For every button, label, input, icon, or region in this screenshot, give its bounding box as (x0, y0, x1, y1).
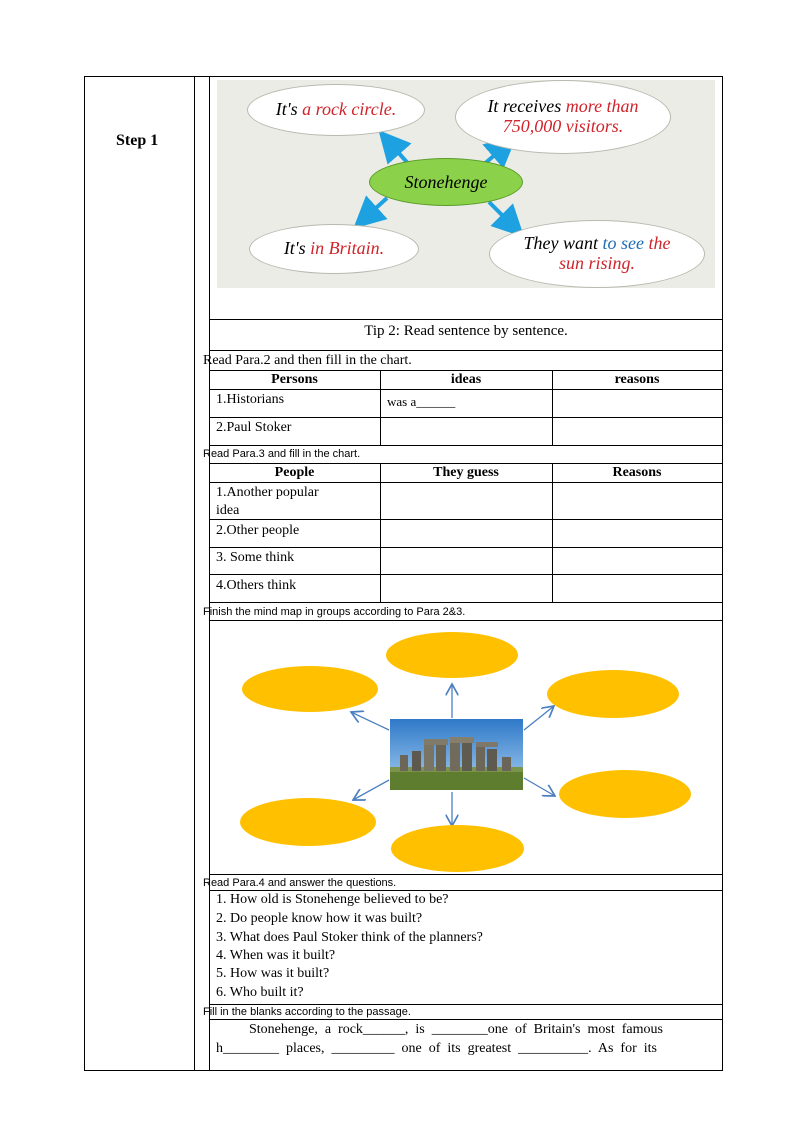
blanks-instruction: Fill in the blanks according to the pass… (203, 1006, 411, 1018)
stonehenge-mind-map: It's a rock circle. It receives more tha… (217, 80, 715, 288)
para3-row4: 4.Others think (216, 578, 297, 593)
center-stonehenge: Stonehenge (369, 158, 523, 206)
para2-row1-person: 1.Historians (216, 392, 285, 407)
blanks-line-1: Stonehenge, a rock______, is ________one… (249, 1022, 663, 1037)
idea-in-britain: It's in Britain. (249, 224, 419, 274)
blank-bubble-top-right[interactable] (547, 670, 679, 718)
para2-instruction: Read Para.2 and then fill in the chart. (203, 353, 412, 368)
question-4: 4. When was it built? (216, 948, 336, 963)
para3-instruction: Read Para.3 and fill in the chart. (203, 448, 361, 460)
tip-text: Tip 2: Read sentence by sentence. (364, 323, 568, 339)
question-3: 3. What does Paul Stoker think of the pl… (216, 930, 483, 945)
question-6: 6. Who built it? (216, 985, 304, 1000)
para2-header-ideas: ideas (450, 372, 482, 387)
question-2: 2. Do people know how it was built? (216, 911, 423, 926)
blank-bubble-bottom-right[interactable] (559, 770, 691, 818)
stonehenge-photo (390, 719, 523, 790)
para3-row1-line2: idea (216, 503, 240, 518)
para3-row3: 3. Some think (216, 550, 295, 565)
mindmap2-instruction: Finish the mind map in groups according … (203, 606, 466, 618)
para2-header-reasons: reasons (614, 372, 660, 387)
group-mind-map (209, 620, 723, 874)
para2-row1-idea: was a______ (387, 394, 456, 409)
para3-header-reasons: Reasons (612, 465, 662, 480)
para3-header-people: People (274, 465, 315, 480)
idea-rock-circle: It's a rock circle. (247, 84, 425, 136)
blank-bubble-bottom-left[interactable] (240, 798, 376, 846)
blank-bubble-top[interactable] (386, 632, 518, 678)
para2-row2-person: 2.Paul Stoker (216, 420, 292, 435)
question-1: 1. How old is Stonehenge believed to be? (216, 892, 449, 907)
para3-row1-line1: 1.Another popular (216, 485, 319, 500)
para4-instruction: Read Para.4 and answer the questions. (203, 877, 397, 889)
para3-header-guess: They guess (433, 465, 499, 480)
step-label: Step 1 (116, 132, 159, 149)
blank-bubble-top-left[interactable] (242, 666, 378, 712)
para3-row2: 2.Other people (216, 523, 300, 538)
blank-bubble-bottom[interactable] (391, 825, 524, 872)
para2-header-persons: Persons (271, 372, 318, 387)
question-5: 5. How was it built? (216, 966, 330, 981)
stonehenge-photo-icon (390, 719, 523, 790)
blanks-line-2: h________ places, _________ one of its g… (216, 1041, 657, 1056)
